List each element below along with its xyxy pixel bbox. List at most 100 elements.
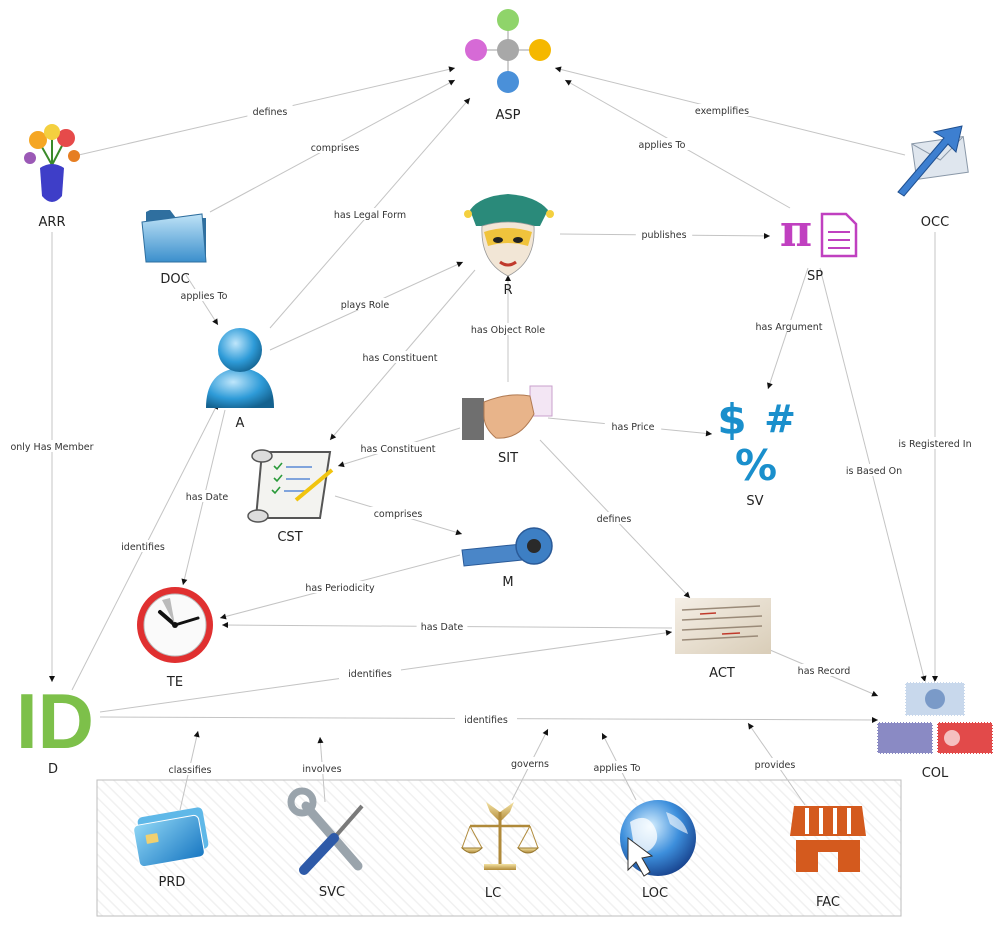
edge-d-act: identifies (99, 629, 673, 713)
edge-label: defines (253, 107, 288, 118)
edge-label: defines (597, 514, 632, 525)
edge-occ-col: is Registered In (887, 232, 983, 682)
edge-arrowhead (705, 430, 712, 437)
edge-arrowhead (505, 275, 511, 281)
scroll-checklist-icon (247, 449, 334, 523)
sit-node[interactable]: SIT (462, 385, 553, 466)
sv-node[interactable]: $ # % SV (717, 395, 796, 509)
scales-of-justice-icon (460, 802, 540, 870)
edge-label: has Price (612, 422, 655, 433)
edge-label: has Object Role (471, 325, 545, 336)
edge-label: plays Role (341, 300, 390, 311)
edge-arrowhead (448, 80, 455, 86)
edge-m-te: has Periodicity (219, 554, 461, 620)
edge-label-background (586, 761, 648, 773)
edge-label-background (295, 581, 385, 593)
edge-arrowhead (748, 723, 754, 730)
jester-mask-icon (464, 194, 554, 277)
person-icon (206, 328, 274, 408)
edge-label: identifies (464, 715, 508, 726)
edge-label: governs (511, 759, 549, 770)
col-node[interactable]: COL (876, 681, 994, 781)
sp-node[interactable]: π SP (780, 206, 858, 284)
r-node[interactable]: R (464, 194, 554, 298)
node-label-doc: DOC (160, 272, 189, 287)
arr-node[interactable]: ARR (24, 124, 80, 230)
edge-arrowhead (49, 676, 55, 682)
edge-label-background (455, 713, 517, 725)
edge-arrowhead (330, 433, 337, 440)
edge-label: involves (302, 764, 341, 775)
mail-envelope-icon (897, 125, 969, 197)
node-label-d: D (48, 762, 58, 777)
edge-label-background (416, 620, 468, 632)
edge-r-cst: has Constituent (329, 269, 476, 441)
edge-label: only Has Member (10, 442, 93, 453)
edge-arrowhead (602, 733, 608, 740)
node-label-sv: SV (746, 494, 763, 509)
edge-arrowhead (767, 382, 773, 389)
occ-node[interactable]: OCC (897, 125, 969, 230)
edge-label-background (173, 289, 235, 301)
credit-card-icon (133, 807, 209, 868)
edge-label-background (631, 138, 693, 150)
edge-arr-asp: defines (69, 66, 456, 158)
edge-sit-cst: has Constituent (337, 427, 461, 468)
node-label-te: TE (166, 675, 183, 690)
edge-lc-d: governs (507, 728, 553, 801)
edge-a-asp: has Legal Form (269, 97, 471, 329)
edge-label: identifies (348, 669, 392, 680)
node-label-fac: FAC (816, 895, 840, 910)
te-node[interactable]: TE (137, 587, 213, 690)
fac-node[interactable]: FAC (790, 806, 866, 910)
svc-node[interactable]: SVC (287, 787, 364, 900)
node-label-sit: SIT (498, 451, 518, 466)
act-node[interactable]: ACT (675, 598, 771, 681)
edge-sp-sv: has Argument (752, 267, 826, 390)
legal-act-document-icon (675, 598, 771, 654)
edge-label-background (296, 762, 348, 774)
node-label-a: A (236, 416, 245, 431)
d-node[interactable]: ID D (16, 677, 94, 777)
edge-prd-d: classifies (159, 730, 221, 811)
loc-node[interactable]: LOC (620, 800, 696, 901)
edge-arrowhead (456, 261, 463, 268)
edge-label: exemplifies (695, 106, 749, 117)
percent-sign-icon: % (735, 441, 777, 490)
node-label-m: M (502, 575, 513, 590)
handshake-icon (462, 385, 553, 440)
a-node[interactable]: A (206, 328, 274, 431)
edge-arrowhead (338, 461, 345, 468)
edge-label: applies To (639, 140, 686, 151)
edge-label: has Legal Form (334, 210, 406, 221)
edge-arrowhead (463, 98, 470, 105)
edge-a-r: plays Role (269, 261, 464, 351)
edge-fac-d: provides (747, 722, 806, 806)
edge-svc-d: involves (296, 736, 348, 803)
doc-node[interactable]: DOC (141, 210, 207, 287)
edge-label: has Constituent (361, 444, 436, 455)
edge-label: has Argument (756, 322, 823, 333)
lc-node[interactable]: LC (460, 802, 540, 901)
cst-node[interactable]: CST (247, 449, 334, 545)
edge-arrowhead (763, 232, 770, 239)
edge-sp-asp: applies To (564, 79, 791, 209)
edge-arrowhead (932, 676, 938, 682)
dollar-sign-icon: $ (717, 395, 746, 444)
edge-arrowhead (448, 66, 455, 73)
edge-arrowhead (542, 729, 548, 736)
edge-label: applies To (181, 291, 228, 302)
node-label-svc: SVC (319, 885, 345, 900)
m-node[interactable]: M (461, 527, 553, 590)
prd-node[interactable]: PRD (133, 807, 209, 890)
edge-label: is Registered In (898, 439, 971, 450)
edge-arrowhead (920, 675, 927, 682)
edge-arrowhead (871, 716, 878, 723)
node-label-prd: PRD (159, 875, 186, 890)
asp-node[interactable]: ASP (465, 9, 551, 123)
edge-label-background (327, 208, 413, 220)
edge-label-background (181, 490, 233, 502)
edge-arr-d: only Has Member (7, 232, 97, 682)
